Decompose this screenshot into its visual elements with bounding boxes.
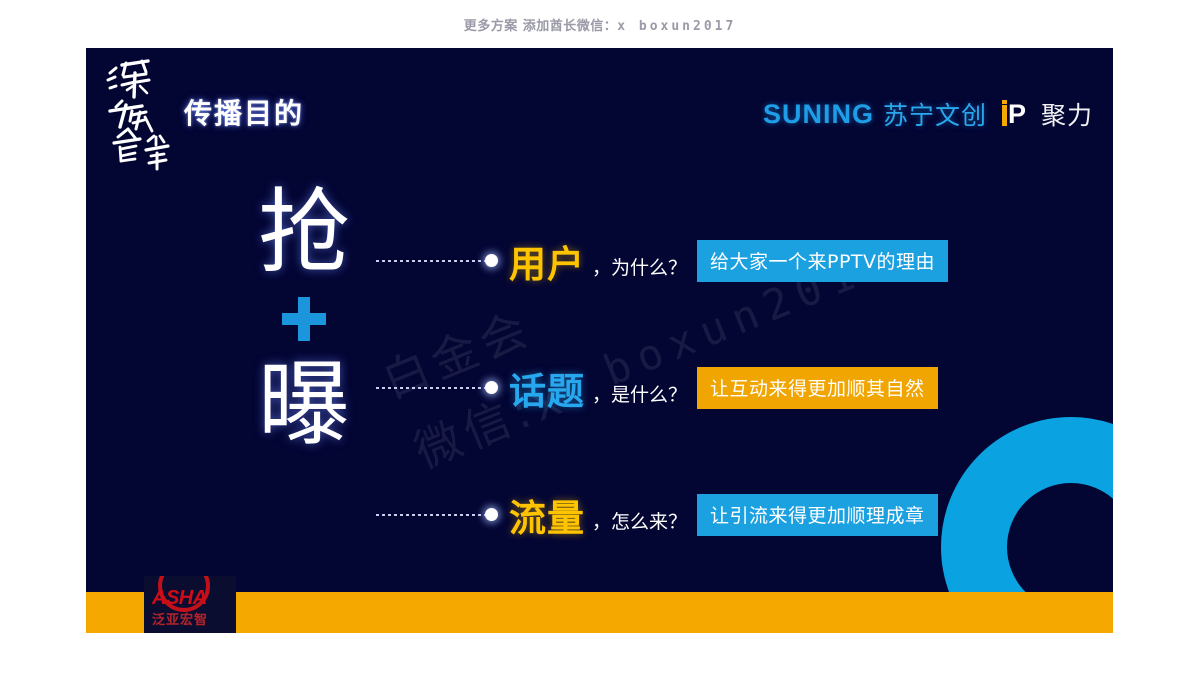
banner-handle: x boxun2017 [617,18,737,34]
plus-icon-svg [282,297,326,341]
row-badge: 让互动来得更加顺其自然 [697,367,938,409]
connector-line-2 [376,381,498,395]
brush-logo-svg [106,59,170,171]
headline-char-bottom: 曝 [257,351,350,458]
pptv-logo-icon: P [1001,99,1032,129]
connector-line-3 [376,508,498,522]
content-row-traffic: 流量 ，怎么来？ 让引流来得更加顺理成章 [376,492,938,540]
asha-wordmark: ASHA [152,587,207,609]
connector-dot-icon [485,381,498,394]
dotted-line-icon [376,387,488,389]
brand-lockup: SUNING 苏宁文创 P 聚力 [763,96,1093,132]
asha-cn-label: 泛亚宏智 [152,613,209,628]
row-keyword: 用户 [509,243,585,286]
suning-cn-label: 苏宁文创 [882,101,987,130]
top-watermark-banner: 更多方案 添加酋长微信：x boxun2017 [0,0,1200,48]
connector-line-1 [376,254,498,268]
juli-cn-label: 聚力 [1040,101,1093,130]
row-badge: 给大家一个来PPTV的理由 [697,240,949,282]
pptv-logo-letter: P [1007,99,1026,129]
row-keyword: 话题 [509,370,585,413]
dotted-line-icon [376,514,488,516]
suning-wordmark: SUNING [762,98,874,129]
connector-dot-icon [485,508,498,521]
row-badge: 让引流来得更加顺理成章 [697,494,938,536]
row-question: ，是什么？ [592,384,688,406]
asha-footer-logo: ASHA 泛亚宏智 [144,576,236,633]
headline-stack: 抢 曝 [224,183,384,455]
row-keyword: 流量 [509,497,585,540]
footer-bar [86,592,1113,633]
row-question: ，为什么？ [592,257,688,279]
pptv-logo-dot [1001,100,1007,104]
banner-prefix: 更多方案 添加酋长微信： [463,18,618,34]
row-question: ，怎么来？ [592,511,688,533]
pptv-logo-bar [1001,105,1007,126]
headline-char-top: 抢 [257,179,350,286]
asha-arc-icon [158,576,210,612]
page-title: 传播目的 [184,97,305,130]
plus-icon [224,283,384,355]
connector-dot-icon [485,254,498,267]
content-row-user: 用户 ，为什么？ 给大家一个来PPTV的理由 [376,238,949,286]
banner-text: 更多方案 添加酋长微信：x boxun2017 [464,15,737,34]
shenye-shitang-brush-logo [102,55,182,175]
content-row-topic: 话题 ，是什么？ 让互动来得更加顺其自然 [376,365,938,413]
presentation-slide: 白金会 微信:x boxun2017 [86,48,1113,633]
dotted-line-icon [376,260,488,262]
